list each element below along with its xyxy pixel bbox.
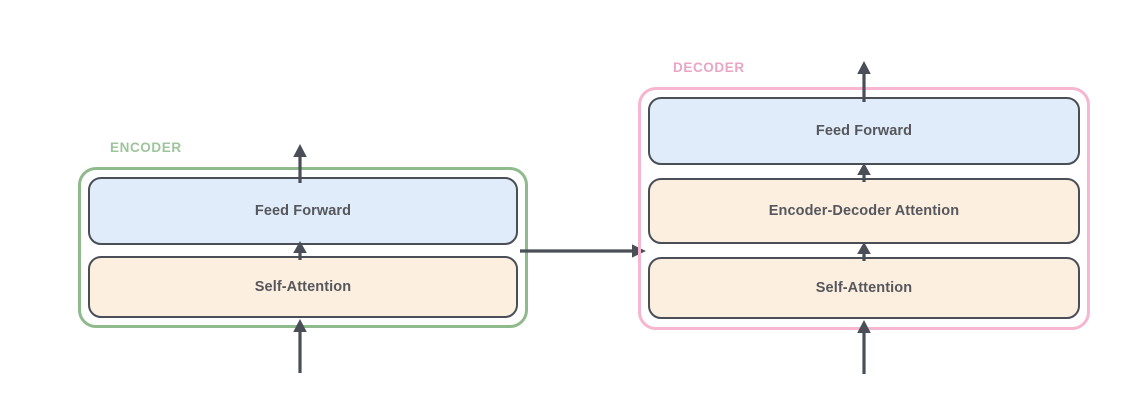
encoder-group-label: ENCODER [110, 140, 182, 155]
decoder-encoder-decoder-attention-block[interactable]: Encoder-Decoder Attention [648, 178, 1080, 244]
decoder-feed-forward-label: Feed Forward [815, 123, 913, 139]
decoder-internal-arrow-upper [853, 162, 875, 182]
encoder-feed-forward-block[interactable]: Feed Forward [88, 177, 518, 245]
encoder-self-attention-label: Self-Attention [254, 279, 352, 295]
decoder-self-attention-label: Self-Attention [815, 280, 913, 296]
decoder-group-label: DECODER [673, 60, 745, 75]
decoder-feed-forward-block[interactable]: Feed Forward [648, 97, 1080, 165]
encoder-output-arrow [289, 143, 311, 183]
encoder-input-arrow [289, 318, 311, 373]
decoder-self-attention-block[interactable]: Self-Attention [648, 257, 1080, 319]
encoder-self-attention-block[interactable]: Self-Attention [88, 256, 518, 318]
encoder-feed-forward-label: Feed Forward [254, 203, 352, 219]
encoder-to-decoder-arrow [520, 240, 648, 262]
decoder-internal-arrow-lower [853, 241, 875, 261]
encoder-internal-arrow [289, 240, 311, 260]
decoder-input-arrow [853, 319, 875, 374]
decoder-encoder-decoder-attention-label: Encoder-Decoder Attention [768, 203, 960, 219]
decoder-output-arrow [853, 60, 875, 102]
